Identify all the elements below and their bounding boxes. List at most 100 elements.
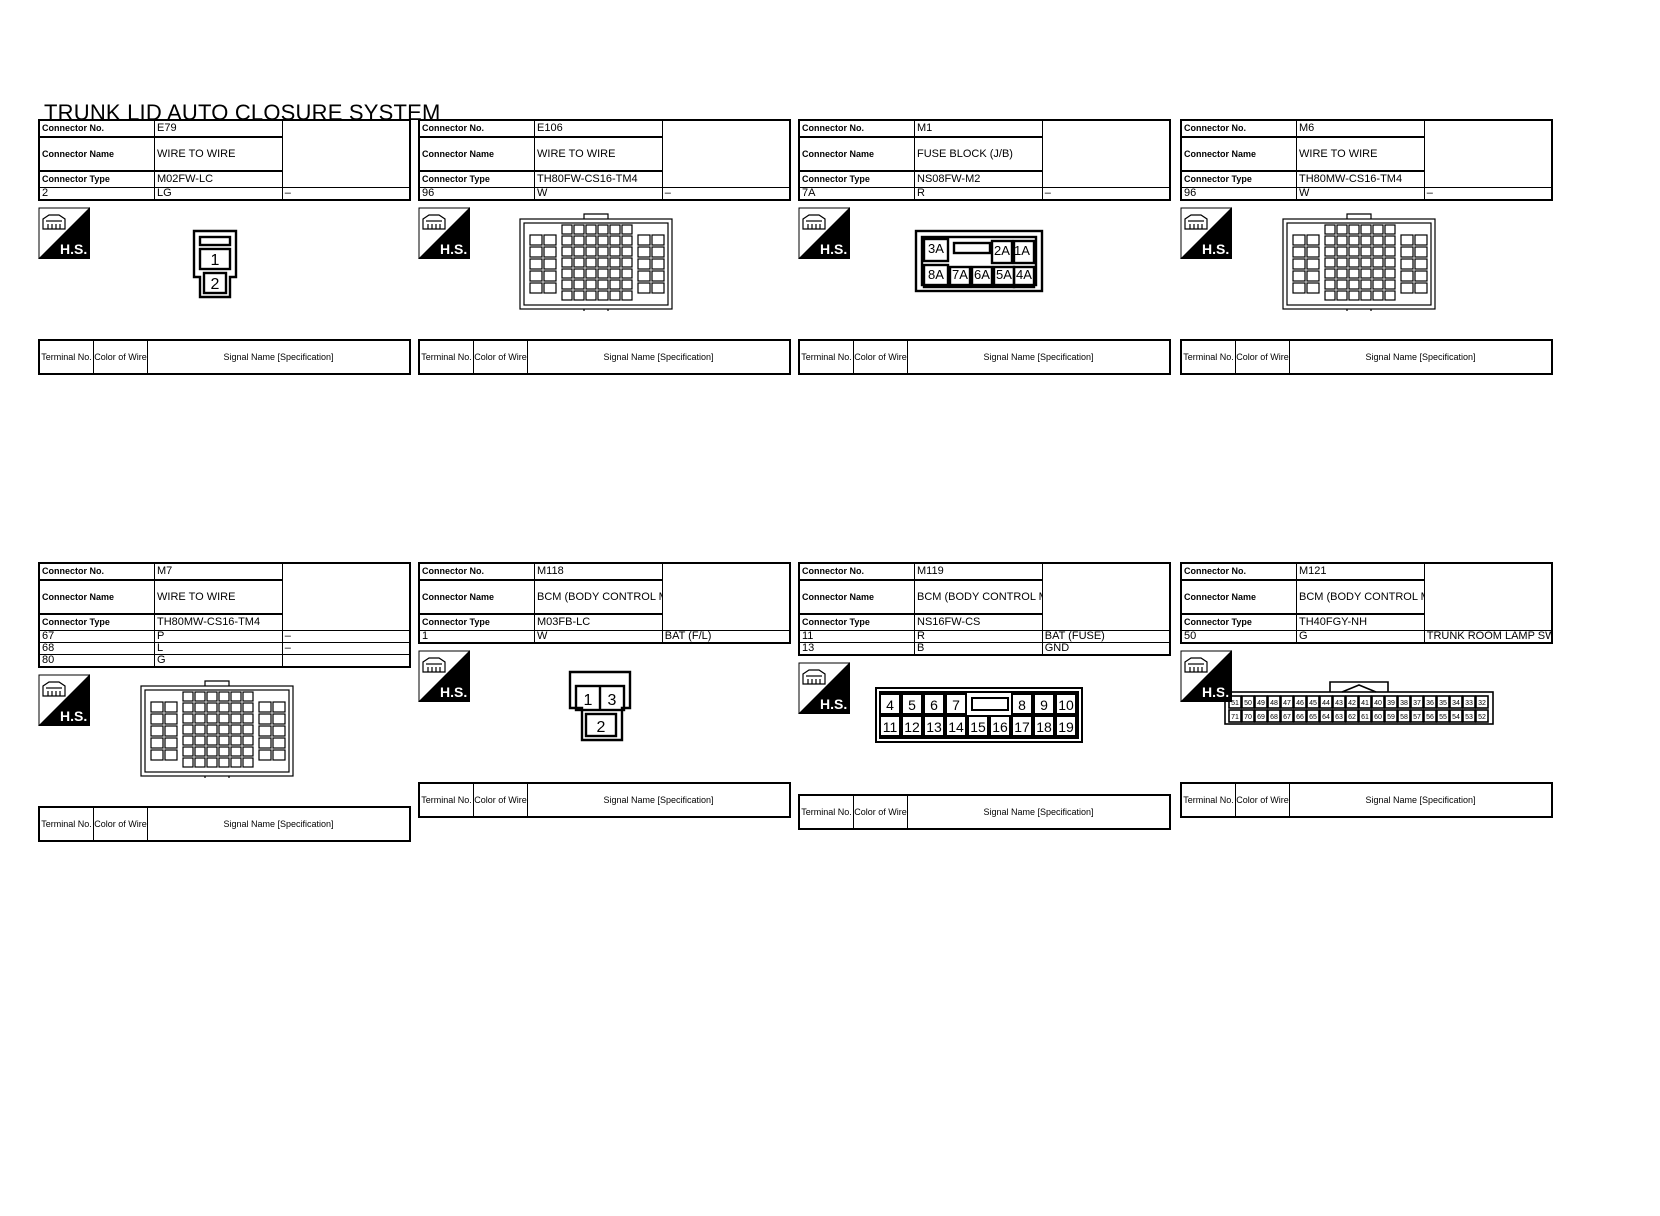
pin-label: 12 [904, 719, 920, 735]
connector-no-value: M1 [914, 119, 1043, 138]
pin-label: 37 [1413, 700, 1421, 707]
connector-block-m7: Connector No. M7 Connector Name WIRE TO … [38, 562, 411, 842]
pin-label: 56 [1426, 714, 1434, 721]
pin-label: 3 [608, 692, 617, 709]
pin-label: 11 [883, 719, 898, 735]
terminal-terminal-cell: 96 [1180, 187, 1297, 201]
signal-name-header: Signal Name [Specification] [147, 806, 411, 842]
hs-badge-icon: H.S. [418, 650, 470, 702]
connector-name-label: Connector Name [798, 579, 915, 615]
hs-badge-text: H.S. [60, 241, 87, 257]
connector-name-label: Connector Name [1180, 136, 1297, 172]
pin-label: 66 [1296, 714, 1304, 721]
connector-header-table: Connector No. M1 Connector Name FUSE BLO… [798, 119, 1171, 201]
color-of-wire-header: Color of Wire [473, 782, 528, 818]
connector-no-value: M6 [1296, 119, 1425, 138]
pin-label: 64 [1322, 714, 1330, 721]
terminal-color-cell: G [1296, 630, 1425, 644]
terminal-no-header: Terminal No. [1180, 782, 1236, 818]
pin-label: 46 [1296, 700, 1304, 707]
signal-name-header: Signal Name [Specification] [907, 794, 1171, 830]
terminal-signal-cell [281, 654, 411, 668]
pin-label: 45 [1309, 700, 1317, 707]
terminal-color-cell: LG [154, 187, 283, 201]
connector-no-value: E106 [534, 119, 663, 138]
color-of-wire-header: Color of Wire [1235, 782, 1290, 818]
connector-type-value: M03FB-LC [534, 613, 663, 631]
pin-label: 19 [1058, 719, 1074, 735]
hs-badge-icon: H.S. [798, 662, 850, 714]
terminal-terminal-cell: 11 [798, 630, 915, 643]
color-of-wire-header: Color of Wire [473, 339, 528, 375]
connector-block-m1: Connector No. M1 Connector Name FUSE BLO… [798, 119, 1171, 375]
terminal-table: Terminal No. Color of Wire Signal Name [… [38, 339, 411, 375]
hs-badge-text: H.S. [440, 684, 467, 700]
pin-label: 42 [1348, 700, 1356, 707]
connector-no-value: M7 [154, 562, 283, 581]
connector-name-label: Connector Name [38, 579, 155, 615]
connector-type-value: TH40FGY-NH [1296, 613, 1425, 631]
terminal-table: Terminal No. Color of Wire Signal Name [… [418, 782, 791, 818]
terminal-color-cell: R [914, 187, 1043, 201]
terminal-terminal-cell: 67 [38, 630, 155, 643]
hs-badge-text: H.S. [1202, 684, 1229, 700]
terminal-signal-cell: TRUNK ROOM LAMP SW [1423, 630, 1553, 644]
pin-label: 8 [1018, 697, 1026, 713]
connector-no-value: M119 [914, 562, 1043, 581]
pin-label: 18 [1036, 719, 1052, 735]
connector-name-value: BCM (BODY CONTROL MODULE) [1296, 579, 1425, 615]
connector-header-table: Connector No. E79 Connector Name WIRE TO… [38, 119, 411, 201]
signal-name-header: Signal Name [Specification] [907, 339, 1171, 375]
pin-label: 53 [1465, 714, 1473, 721]
pin-label: 60 [1374, 714, 1382, 721]
connector-no-value: M121 [1296, 562, 1425, 581]
connector-block-m119: Connector No. M119 Connector Name BCM (B… [798, 562, 1171, 830]
connector-type-value: TH80MW-CS16-TM4 [154, 613, 283, 631]
terminal-color-cell: G [154, 654, 283, 668]
connector-block-m121: Connector No. M121 Connector Name BCM (B… [1180, 562, 1553, 818]
pin-label: 2 [211, 276, 220, 293]
pin-label: 5A [996, 267, 1012, 282]
pin-label: 4A [1016, 267, 1032, 282]
terminal-signal-cell: – [1423, 187, 1553, 201]
connector-type-label: Connector Type [418, 170, 535, 188]
connector-no-label: Connector No. [38, 119, 155, 138]
connector-name-label: Connector Name [798, 136, 915, 172]
terminal-signal-cell: – [281, 630, 411, 643]
pin-label: 35 [1439, 700, 1447, 707]
pin-label: 3A [928, 241, 944, 256]
signal-name-header: Signal Name [Specification] [1289, 782, 1553, 818]
terminal-color-cell: R [914, 630, 1043, 643]
connector-header-table: Connector No. M6 Connector Name WIRE TO … [1180, 119, 1553, 201]
pin-label: 1 [584, 692, 593, 709]
pin-label: 36 [1426, 700, 1434, 707]
terminal-no-header: Terminal No. [38, 339, 94, 375]
terminal-signal-cell: – [281, 642, 411, 655]
pin-label: 43 [1335, 700, 1343, 707]
pin-label: 48 [1270, 700, 1278, 707]
hs-badge-icon: H.S. [418, 207, 470, 259]
connector-no-label: Connector No. [798, 119, 915, 138]
pin-label: 52 [1478, 714, 1486, 721]
connector-type-label: Connector Type [38, 613, 155, 631]
connector-header-table: Connector No. M7 Connector Name WIRE TO … [38, 562, 411, 668]
connector-no-label: Connector No. [418, 119, 535, 138]
pin-label: 1A [1014, 243, 1030, 258]
connector-name-value: BCM (BODY CONTROL MODULE) [914, 579, 1043, 615]
terminal-no-header: Terminal No. [38, 806, 94, 842]
pin-label: 5 [908, 697, 916, 713]
hs-badge-icon: H.S. [1180, 650, 1232, 702]
color-of-wire-header: Color of Wire [853, 794, 908, 830]
connector-block-m118: Connector No. M118 Connector Name BCM (B… [418, 562, 791, 818]
